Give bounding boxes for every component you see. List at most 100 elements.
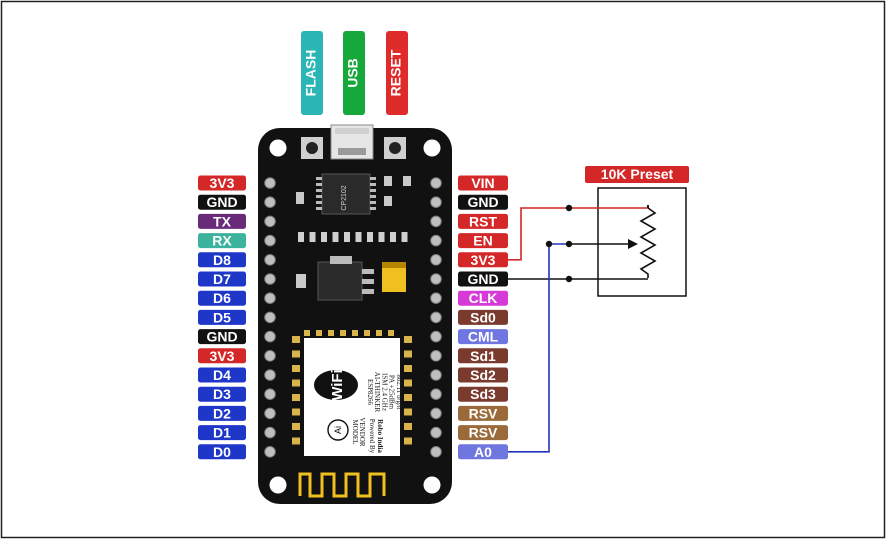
pin-label-text: D4 (213, 367, 231, 383)
pin-label-text: RSV (469, 405, 498, 421)
right-pin-labels: VINGNDRSTEN3V3GNDCLKSd0CMLSd1Sd2Sd3RSVRS… (458, 175, 508, 460)
pin-label-text: D0 (213, 444, 231, 460)
right-pin-6: CLK (458, 290, 508, 306)
pin-label-text: Sd0 (470, 309, 496, 325)
top-label-bg (301, 31, 323, 115)
header-pin-icon (430, 177, 442, 189)
left-pin-6: D6 (198, 290, 246, 306)
top-label-text: FLASH (303, 50, 319, 97)
preset-body (597, 187, 687, 297)
left-pin-3: RX (198, 233, 246, 249)
preset-potentiometer: 10K Preset (569, 166, 689, 297)
wifi-logo: WiFi (314, 369, 358, 401)
header-pin-icon (264, 426, 276, 439)
pin-label-text: VIN (471, 175, 494, 191)
connection-wires (508, 204, 649, 453)
left-pin-8: GND (198, 329, 246, 345)
module-spec-text: PA +25dBm (388, 375, 396, 410)
left-pin-9: 3V3 (198, 348, 246, 364)
pin-label-text: Sd2 (470, 367, 496, 383)
pin-label-text: D3 (213, 386, 231, 402)
wiper-arrow-icon (628, 239, 638, 249)
pin-label-text: TX (213, 213, 232, 229)
header-pins (264, 177, 442, 458)
pin-label-text: RSV (469, 425, 498, 441)
pin-label-bg (198, 252, 246, 268)
top-label-text: USB (345, 58, 361, 88)
pin-label-text: RST (469, 213, 497, 229)
pin-label-bg (198, 233, 246, 249)
flash-pushbutton-icon (301, 137, 323, 159)
header-pin-icon (264, 253, 276, 266)
pin-label-bg (458, 252, 508, 268)
pin-label-bg (458, 194, 508, 210)
left-pin-1: GND (198, 194, 246, 210)
left-pin-10: D4 (198, 367, 246, 383)
right-pin-5: GND (458, 271, 508, 287)
left-pin-5: D7 (198, 271, 246, 287)
header-pin-icon (430, 292, 442, 305)
left-pin-7: D5 (198, 309, 246, 325)
right-pin-11: Sd3 (458, 386, 508, 402)
resistor-zigzag-icon (639, 205, 657, 278)
pin-label-text: 3V3 (471, 252, 496, 268)
mounting-hole-icon (269, 476, 287, 494)
right-pin-4: 3V3 (458, 252, 508, 268)
voltage-regulator (317, 256, 374, 301)
pin-label-bg (458, 367, 508, 383)
pin-label-bg (198, 175, 246, 191)
top-label-usb: USB (343, 31, 365, 115)
pin-label-text: D5 (213, 309, 231, 325)
pin-label-bg (198, 271, 246, 287)
pin-label-text: CLK (469, 290, 498, 306)
right-pin-14: A0 (458, 444, 508, 460)
header-pin-icon (264, 330, 276, 343)
pin-label-text: GND (206, 194, 237, 210)
smd-resistor-row (298, 232, 408, 242)
pin-label-text: 3V3 (210, 348, 235, 364)
pin-label-bg (198, 348, 246, 364)
header-pin-icon (430, 369, 442, 381)
left-pin-13: D1 (198, 425, 246, 441)
reset-pushbutton-icon (384, 137, 406, 159)
header-pin-icon (430, 350, 442, 362)
right-pin-2: RST (458, 213, 508, 229)
right-pin-9: Sd1 (458, 348, 508, 364)
top-button-labels: FLASH USB RESET (301, 31, 408, 115)
top-label-text: RESET (388, 49, 404, 96)
mounting-hole-icon (423, 476, 441, 494)
header-pin-icon (264, 292, 276, 305)
pin-label-bg (458, 309, 508, 325)
pin-label-text: D6 (213, 290, 231, 306)
wire-3v3 (508, 207, 648, 261)
pin-label-bg (198, 309, 246, 325)
header-pin-icon (264, 234, 276, 247)
left-pin-11: D3 (198, 386, 246, 402)
pin-label-bg (198, 290, 246, 306)
top-label-bg (343, 31, 365, 115)
left-pin-2: TX (198, 213, 246, 229)
header-pin-icon (430, 273, 442, 285)
pin-label-bg (458, 348, 508, 364)
header-pin-icon (264, 311, 276, 324)
pin-label-bg (198, 386, 246, 402)
right-pin-0: VIN (458, 175, 508, 191)
pin-label-bg (458, 233, 508, 249)
usb-serial-chip: CP2102 (316, 173, 376, 215)
pin-label-bg (458, 405, 508, 421)
ai-thinker-logo (327, 419, 349, 441)
left-pin-12: D2 (198, 405, 246, 421)
module-spec-text: ISM 2.4 GHz (380, 373, 388, 411)
pin-label-bg (458, 175, 508, 191)
right-pin-7: Sd0 (458, 309, 508, 325)
pin-label-text: Sd3 (470, 386, 496, 402)
pin-label-text: RX (212, 233, 232, 249)
header-pin-icon (430, 330, 442, 343)
smd-component (384, 176, 392, 186)
pin-label-text: Sd1 (470, 348, 496, 364)
smd-component (296, 192, 304, 204)
pin-label-text: CML (468, 329, 499, 345)
junction-dot-icon (565, 240, 573, 248)
